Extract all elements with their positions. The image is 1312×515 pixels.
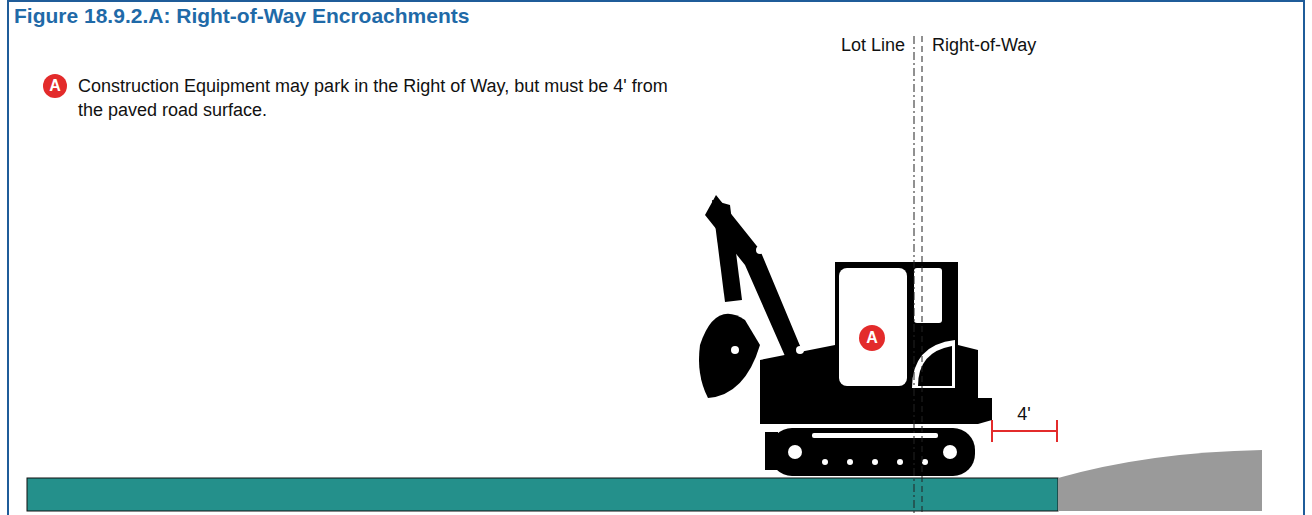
excavator	[699, 195, 992, 476]
callout-letter: A	[49, 78, 61, 94]
figure-frame	[8, 1, 1304, 515]
right-of-way-line	[922, 36, 923, 515]
callout-circle: A	[43, 74, 67, 98]
cab-side-window	[914, 268, 942, 323]
bucket	[699, 314, 760, 398]
lot-line	[914, 36, 915, 515]
lot-line-label: Lot Line	[841, 33, 905, 57]
cab-window	[839, 268, 907, 386]
track	[770, 428, 975, 476]
stick	[712, 200, 742, 302]
cab-panel	[912, 340, 955, 388]
paved-road	[27, 478, 1058, 511]
shoulder-mound	[1058, 450, 1262, 511]
note-text: Construction Equipment may park in the R…	[78, 74, 678, 122]
callout-letter: A	[866, 330, 878, 346]
figure-title: Figure 18.9.2.A: Right-of-Way Encroachme…	[14, 4, 469, 28]
right-of-way-label: Right-of-Way	[932, 33, 1036, 57]
callout-circle: A	[859, 325, 885, 351]
track-rollers	[788, 433, 957, 465]
dimension-label: 4'	[1017, 402, 1030, 426]
